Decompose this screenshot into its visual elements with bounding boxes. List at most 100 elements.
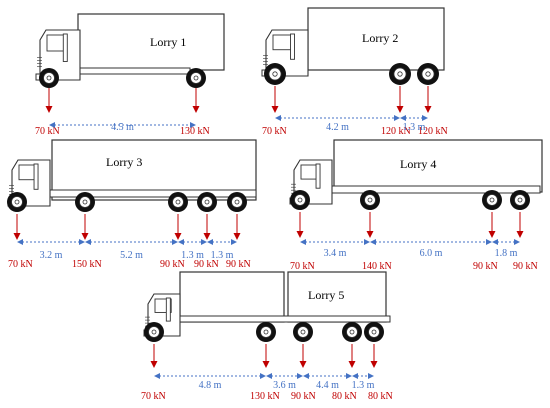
axle-spacing-label: 1.3 m — [403, 122, 426, 133]
dimension-arrow-left — [300, 239, 306, 245]
wheel-center — [300, 329, 306, 335]
axle-spacing-label: 3.6 m — [273, 380, 296, 391]
axle-load-label: 80 kN — [332, 391, 357, 402]
wheel-center — [367, 197, 373, 203]
wheel-center — [151, 329, 157, 335]
load-arrow-head — [203, 233, 211, 240]
dimension-arrow-left — [17, 239, 23, 245]
dimension-arrow-right — [260, 373, 266, 379]
chassis — [179, 315, 391, 323]
load-arrow-head — [13, 233, 21, 240]
axle-load-label: 70 kN — [141, 391, 166, 402]
axle-load-label: 70 kN — [262, 126, 287, 137]
lorry-4: Lorry 4 70 kN 140 kN 90 kN 90 kN 3.4 m 6.0 m 1.… — [289, 139, 543, 272]
dimension-arrow-left — [275, 115, 281, 121]
chassis — [79, 67, 191, 75]
door-handle — [33, 163, 39, 190]
wheel-center — [14, 199, 20, 205]
axle-load-label: 90 kN — [194, 259, 219, 270]
axle-load-label: 140 kN — [362, 261, 392, 272]
cargo-box — [77, 13, 225, 71]
dimension-arrow-right — [79, 239, 85, 245]
axle-load-label: 70 kN — [290, 261, 315, 272]
dimension-arrow-right — [297, 373, 303, 379]
axle-load-label: 70 kN — [35, 126, 60, 137]
dimension-arrow-right — [368, 373, 374, 379]
axle-spacing-label: 4.2 m — [326, 122, 349, 133]
axle-load-label: 90 kN — [291, 391, 316, 402]
dimension-arrow-left — [492, 239, 498, 245]
axle-load-label: 150 kN — [72, 259, 102, 270]
wheel-center — [425, 71, 431, 77]
door-handle — [165, 297, 171, 322]
axle-load-label: 130 kN — [180, 126, 210, 137]
wheel-center — [46, 75, 52, 81]
axle-load-label: 120 kN — [381, 126, 411, 137]
dimension-arrow-right — [190, 122, 196, 128]
load-arrow-head — [81, 233, 89, 240]
lorry-name: Lorry 4 — [400, 157, 436, 171]
dimension-arrow-left — [266, 373, 272, 379]
dimension-arrow-left — [178, 239, 184, 245]
load-arrow-head — [299, 361, 307, 368]
axle-spacing-label: 6.0 m — [420, 248, 443, 259]
axle-load-label: 90 kN — [473, 261, 498, 272]
axle-load-label: 90 kN — [513, 261, 538, 272]
dimension-arrow-left — [370, 239, 376, 245]
dimension-arrow-right — [486, 239, 492, 245]
load-arrow-head — [516, 231, 524, 238]
lorry-name: Lorry 2 — [362, 31, 398, 45]
chassis — [331, 185, 541, 194]
dimension-arrow-right — [172, 239, 178, 245]
dimension-arrow-left — [154, 373, 160, 379]
cargo-box — [307, 7, 445, 71]
axle-load-label: 120 kN — [418, 126, 448, 137]
load-arrow-head — [348, 361, 356, 368]
wheel-center — [397, 71, 403, 77]
wheel-center — [175, 199, 181, 205]
wheel-center — [204, 199, 210, 205]
dimension-arrow-left — [303, 373, 309, 379]
lorry-name: Lorry 5 — [308, 288, 344, 302]
load-arrow-head — [370, 361, 378, 368]
axle-spacing-label: 4.5 m — [111, 122, 134, 133]
wheel-center — [272, 71, 278, 77]
dimension-arrow-left — [207, 239, 213, 245]
axle-spacing-label: 4.4 m — [316, 380, 339, 391]
door-handle — [62, 33, 68, 62]
dimension-arrow-right — [394, 115, 400, 121]
load-arrow-head — [424, 106, 432, 113]
axle-load-label: 90 kN — [226, 259, 251, 270]
wheel-center — [489, 197, 495, 203]
dimension-arrow-left — [352, 373, 358, 379]
cargo-box — [179, 271, 285, 323]
door-handle — [315, 163, 321, 189]
load-arrow-head — [192, 106, 200, 113]
wheel-center — [349, 329, 355, 335]
dimension-arrow-left — [85, 239, 91, 245]
axle-spacing-label: 4.8 m — [199, 380, 222, 391]
lorry-name: Lorry 3 — [106, 155, 142, 169]
dimension-arrow-left — [49, 122, 55, 128]
axle-spacing-label: 1.3 m — [181, 250, 204, 261]
load-arrow-head — [488, 231, 496, 238]
wheel-center — [263, 329, 269, 335]
wheel-center — [517, 197, 523, 203]
dimension-arrow-left — [400, 115, 406, 121]
load-arrow-head — [174, 233, 182, 240]
load-arrow-head — [45, 106, 53, 113]
load-arrow-head — [396, 106, 404, 113]
axle-spacing-label: 3.4 m — [324, 248, 347, 259]
axle-load-label: 90 kN — [160, 259, 185, 270]
door-handle — [290, 33, 295, 60]
axle-spacing-label: 1.8 m — [495, 248, 518, 259]
axle-spacing-label: 1.3 m — [352, 380, 375, 391]
axle-spacing-label: 5.2 m — [120, 250, 143, 261]
wheel-center — [371, 329, 377, 335]
load-arrow-head — [271, 106, 279, 113]
wheel-center — [193, 75, 199, 81]
cargo-box-trailer — [287, 271, 387, 323]
lorry-2: Lorry 2 70 kN 120 kN 120 kN 4.2 m 1.3 m — [261, 7, 448, 137]
